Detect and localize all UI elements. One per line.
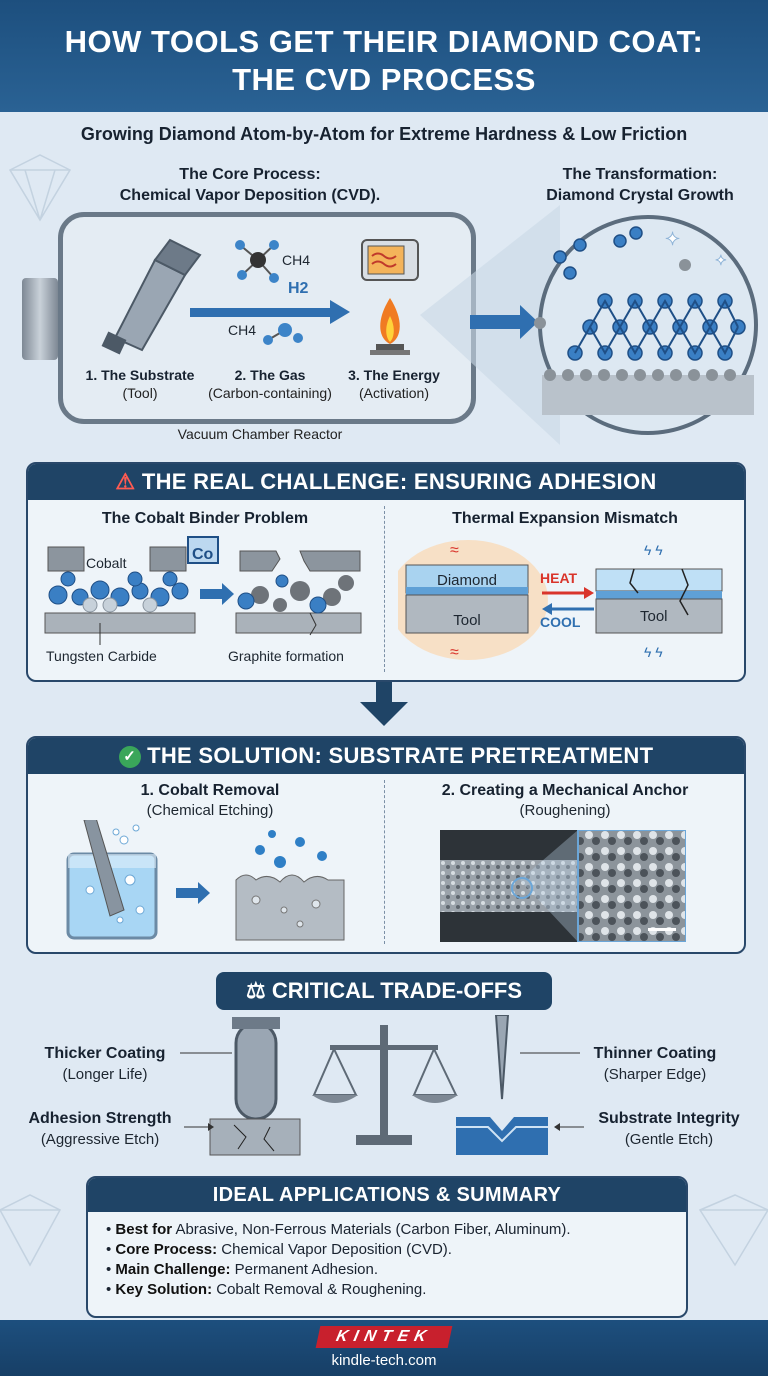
cobalt-removal-sub: (Chemical Etching) <box>146 802 274 819</box>
cobalt-problem-heading: The Cobalt Binder Problem <box>101 510 309 527</box>
gas-label-ch4-top: CH4 <box>282 252 311 268</box>
step-energy-label: 3. The Energy <box>348 367 440 383</box>
thermal-mismatch-heading: Thermal Expansion Mismatch <box>452 510 678 527</box>
down-arrow-icon <box>360 682 408 726</box>
adhesion-strength-sub: (Aggressive Etch) <box>40 1131 160 1148</box>
svg-text:ϟ ϟ: ϟ ϟ <box>644 542 663 558</box>
thicker-coating-label: Thicker Coating <box>44 1045 166 1062</box>
tool-layer-label-2: Tool <box>640 608 668 625</box>
summary-bullet: • Key Solution: Cobalt Removal & Roughen… <box>106 1281 427 1298</box>
svg-text:≈: ≈ <box>450 644 459 661</box>
transform-heading-line-2: Diamond Crystal Growth <box>546 187 734 204</box>
challenge-title-bar: ⚠ THE REAL CHALLENGE: ENSURING ADHESION <box>28 464 744 500</box>
cool-label: COOL <box>540 614 581 630</box>
thicker-coating-sub: (Longer Life) <box>62 1066 148 1083</box>
challenge-title: THE REAL CHALLENGE: ENSURING ADHESION <box>141 469 657 494</box>
gas-label-ch4-bottom: CH4 <box>228 322 257 338</box>
graphite-formation-label: Graphite formation <box>228 648 344 664</box>
summary-bullets: • Best for Abrasive, Non-Ferrous Materia… <box>88 1212 686 1298</box>
flow-arrow-icon <box>190 308 330 317</box>
substrate-integrity-label: Substrate Integrity <box>598 1110 740 1127</box>
reactor-label: Vacuum Chamber Reactor <box>177 426 343 442</box>
summary-bullet: • Core Process: Chemical Vapor Depositio… <box>106 1241 452 1258</box>
tungsten-carbide-label: Tungsten Carbide <box>46 648 157 664</box>
tradeoffs-illustration <box>180 1015 584 1156</box>
svg-text:ϟ ϟ: ϟ ϟ <box>644 644 663 660</box>
cobalt-binder-illustration <box>44 536 362 645</box>
footer-url[interactable]: kindle-tech.com <box>331 1352 437 1369</box>
step-energy-sub: (Activation) <box>358 385 430 401</box>
tradeoffs-title: CRITICAL TRADE-OFFS <box>271 978 522 1003</box>
heat-label: HEAT <box>540 570 578 586</box>
mechanical-anchor-heading: 2. Creating a Mechanical Anchor <box>441 782 689 799</box>
step-gas-label: 2. The Gas <box>234 367 306 383</box>
summary-bullet: • Main Challenge: Permanent Adhesion. <box>106 1261 379 1278</box>
page-subtitle: Growing Diamond Atom-by-Atom for Extreme… <box>80 124 688 144</box>
solution-title-bar: ✓ THE SOLUTION: SUBSTRATE PRETREATMENT <box>28 738 744 774</box>
chemical-etching-illustration <box>66 820 345 941</box>
thermal-mismatch-illustration: ≈ ≈ ϟ ϟ ϟ ϟ <box>398 540 723 661</box>
step-substrate-label: 1. The Substrate <box>85 367 195 383</box>
methane-molecule-icon <box>235 240 279 283</box>
cobalt-removal-heading: 1. Cobalt Removal <box>140 782 280 799</box>
tool-layer-label: Tool <box>453 612 481 629</box>
gas-label-h2: H2 <box>288 280 309 297</box>
svg-text:✦: ✦ <box>715 252 727 268</box>
molecule-icon <box>263 323 303 345</box>
solution-title: THE SOLUTION: SUBSTRATE PRETREATMENT <box>147 743 654 768</box>
co-badge: Co <box>192 546 214 563</box>
mechanical-anchor-sub: (Roughening) <box>519 802 611 819</box>
page-title-line-1: HOW TOOLS GET THEIR DIAMOND COAT: <box>64 24 704 59</box>
balance-scale-icon <box>312 1025 458 1145</box>
core-heading-line-2: Chemical Vapor Deposition (CVD). <box>119 187 381 204</box>
kintek-logo: KINTEK <box>315 1326 453 1348</box>
svg-text:✦: ✦ <box>665 229 680 249</box>
reactor-illustration <box>101 238 419 355</box>
transform-heading-line-1: The Transformation: <box>562 166 718 183</box>
microwave-icon <box>361 239 419 281</box>
tradeoffs-title-box: ⚖ CRITICAL TRADE-OFFS <box>216 972 552 1010</box>
page-title-line-2: THE CVD PROCESS <box>232 62 536 97</box>
step-substrate-sub: (Tool) <box>122 385 158 401</box>
step-gas-sub: (Carbon-containing) <box>208 385 332 401</box>
substrate-integrity-sub: (Gentle Etch) <box>624 1131 714 1148</box>
thinner-coating-sub: (Sharper Edge) <box>603 1066 707 1083</box>
diamond-layer-label: Diamond <box>436 572 498 589</box>
check-circle-icon: ✓ <box>118 746 141 768</box>
solution-divider <box>384 780 385 944</box>
reactor-port <box>22 278 58 360</box>
summary-title: IDEAL APPLICATIONS & SUMMARY <box>88 1178 686 1212</box>
challenge-divider <box>384 506 385 672</box>
balance-scale-icon: ⚖ <box>246 978 266 1003</box>
core-heading-line-1: The Core Process: <box>179 166 321 183</box>
drill-bit-icon <box>101 238 202 355</box>
header-banner <box>0 0 768 112</box>
warning-icon: ⚠ <box>115 469 136 494</box>
svg-text:≈: ≈ <box>450 542 459 559</box>
diamond-growth-magnifier: ✦ ✦ <box>420 205 758 445</box>
thinner-coating-label: Thinner Coating <box>593 1045 717 1062</box>
summary-panel: IDEAL APPLICATIONS & SUMMARY • Best for … <box>86 1176 688 1318</box>
cobalt-label: Cobalt <box>86 555 127 571</box>
roughened-surface-micrograph <box>440 830 686 942</box>
adhesion-strength-label: Adhesion Strength <box>28 1110 172 1127</box>
flame-burner-icon <box>370 298 410 355</box>
background-diamond-icons <box>0 154 768 1267</box>
summary-bullet: • Best for Abrasive, Non-Ferrous Materia… <box>106 1221 571 1238</box>
